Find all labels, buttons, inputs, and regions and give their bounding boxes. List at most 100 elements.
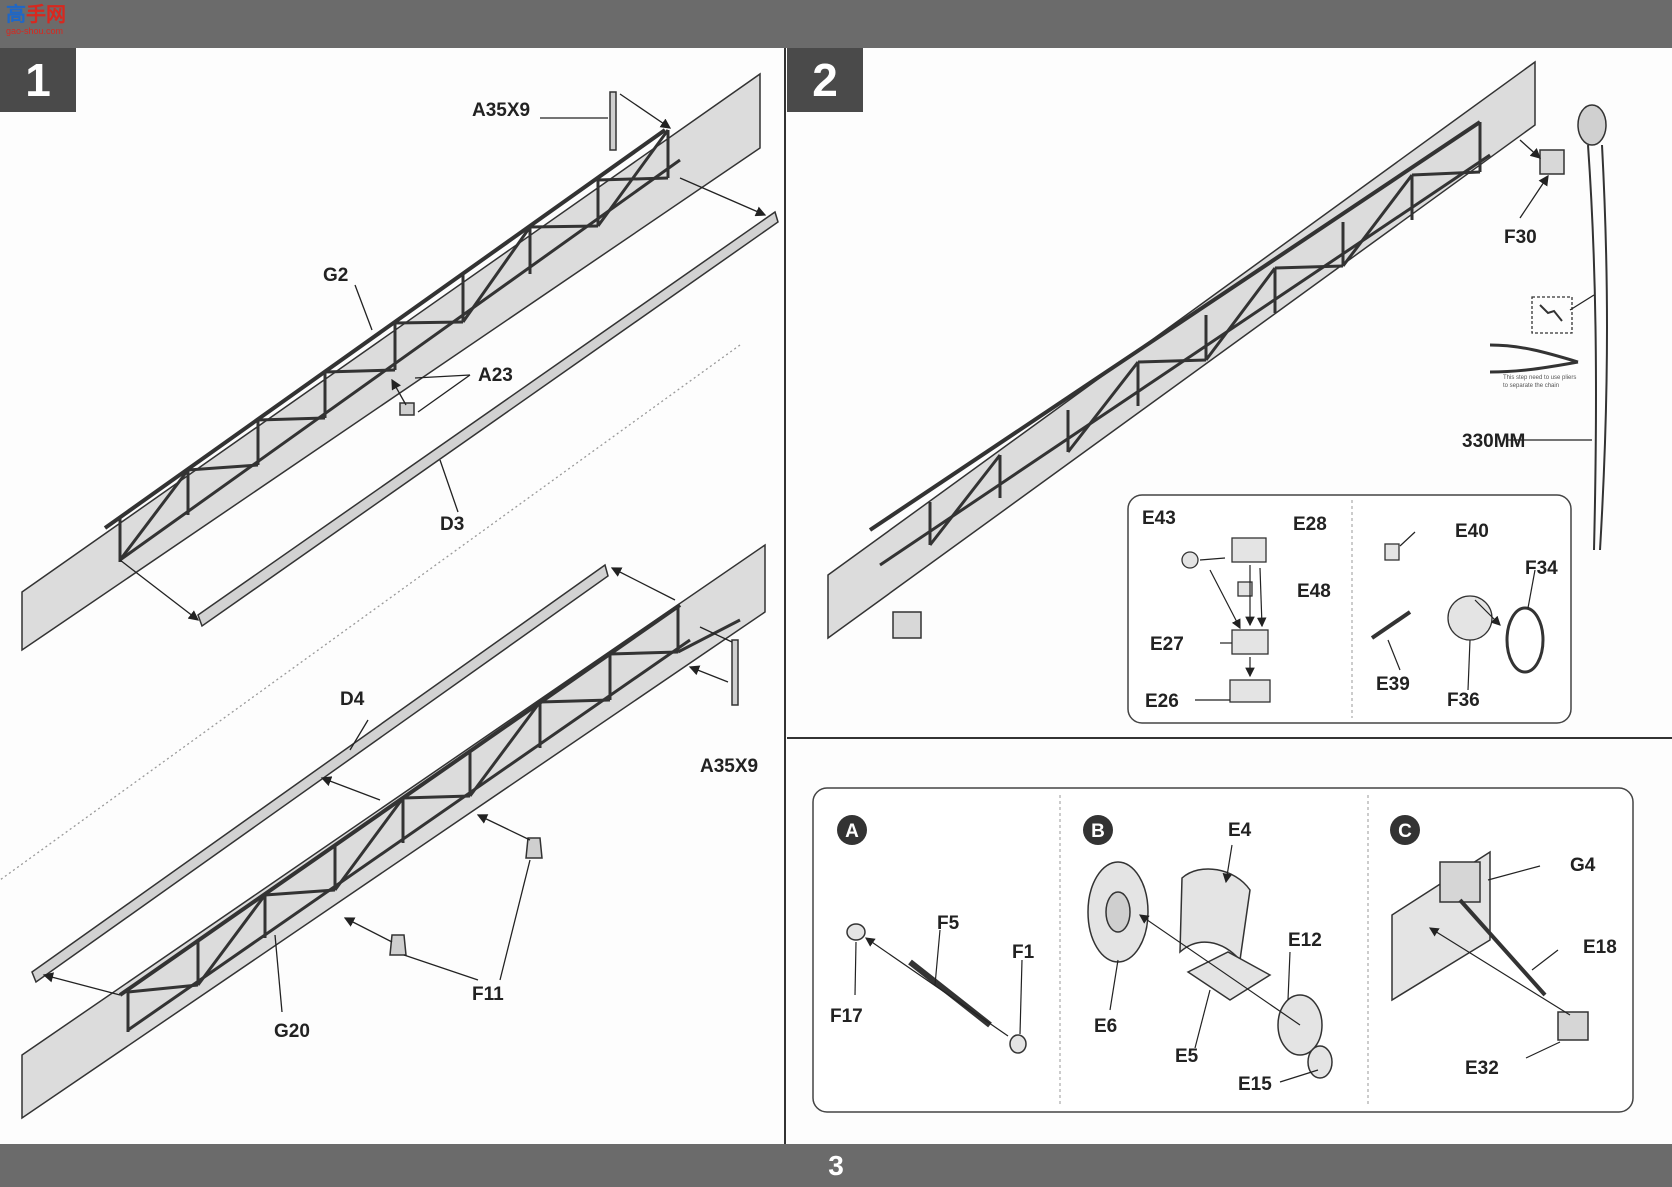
label-a35x9-lower: A35X9 bbox=[700, 756, 758, 777]
subassembly-a-letter: A bbox=[845, 821, 859, 842]
label-f17: F17 bbox=[830, 1006, 863, 1027]
upper-rail-d3 bbox=[197, 210, 779, 628]
upper-truss-posts bbox=[118, 130, 670, 562]
label-f11: F11 bbox=[472, 984, 504, 1005]
label-f36: F36 bbox=[1447, 690, 1480, 711]
lower-part-a35 bbox=[731, 639, 739, 706]
part-e39 bbox=[1370, 610, 1412, 640]
lower-rail-d4 bbox=[31, 563, 609, 984]
part-f1 bbox=[1009, 1034, 1027, 1054]
step2-arrows bbox=[1508, 139, 1595, 441]
part-e27 bbox=[1231, 629, 1269, 655]
subassembly-a-badge bbox=[837, 815, 867, 845]
label-e28: E28 bbox=[1293, 514, 1327, 535]
subassembly-b-badge bbox=[1083, 815, 1113, 845]
label-g2: G2 bbox=[323, 265, 348, 286]
step2-inset-frame bbox=[1127, 494, 1572, 724]
part-e43 bbox=[1181, 551, 1199, 569]
step1-lower-assembly bbox=[21, 543, 766, 1120]
subassembly-a: A F5 F1 F17 bbox=[830, 815, 1035, 1054]
upper-truss-top-chord bbox=[103, 128, 667, 530]
bottom-bar: 3 bbox=[0, 1144, 1672, 1187]
step2-assembly bbox=[827, 60, 1608, 640]
label-f34: F34 bbox=[1525, 558, 1558, 579]
lower-truss-diagonals bbox=[127, 618, 741, 994]
label-d4: D4 bbox=[340, 689, 365, 710]
step1-lower-labels: D4 A35X9 F11 G20 bbox=[274, 689, 758, 1042]
step1-upper-labels: A35X9 G2 A23 D3 bbox=[323, 100, 530, 535]
upper-side-plate bbox=[21, 72, 761, 652]
upper-truss-bottom-chord bbox=[119, 158, 681, 562]
label-f30: F30 bbox=[1504, 227, 1537, 248]
chain-link-icon bbox=[1539, 304, 1563, 322]
panel-dividers bbox=[784, 48, 1672, 1144]
upper-truss-diagonals bbox=[118, 129, 670, 561]
label-e39: E39 bbox=[1376, 674, 1410, 695]
step1-upper-assembly bbox=[21, 72, 779, 652]
label-330mm: 330MM bbox=[1462, 431, 1525, 452]
label-e26: E26 bbox=[1145, 691, 1179, 712]
label-e48: E48 bbox=[1297, 581, 1331, 602]
step2-truss-diagonals bbox=[928, 170, 1481, 546]
page-number: 3 bbox=[828, 1150, 844, 1181]
top-bar: 高手网 gao-shou.com bbox=[0, 0, 1672, 48]
step2-inset: E43 E28 E48 E27 E26 E40 F34 E39 F36 bbox=[1127, 494, 1572, 724]
part-g4-bracket bbox=[1439, 861, 1481, 903]
step2-truss-top-chord bbox=[868, 120, 1482, 532]
step-2-number: 2 bbox=[787, 48, 863, 112]
step2-motor-unit bbox=[892, 611, 922, 639]
pliers-icon bbox=[1489, 343, 1579, 374]
pliers-note-line1: This step need to use pliers bbox=[1503, 375, 1576, 381]
subassembly-panel bbox=[812, 787, 1634, 1113]
watermark-url: gao-shou.com bbox=[6, 26, 64, 36]
label-g4: G4 bbox=[1570, 855, 1596, 876]
step2-pulley bbox=[1577, 104, 1607, 146]
subassembly-b: B E4 E12 E6 E5 E15 bbox=[1083, 815, 1333, 1095]
label-e40: E40 bbox=[1455, 521, 1489, 542]
label-e15: E15 bbox=[1238, 1074, 1272, 1095]
subassembly-frame bbox=[812, 787, 1634, 1113]
part-f17 bbox=[846, 923, 866, 941]
part-e26 bbox=[1229, 679, 1271, 703]
label-d3: D3 bbox=[440, 514, 464, 535]
lower-part-f11-right bbox=[525, 837, 543, 859]
label-g20: G20 bbox=[274, 1021, 310, 1042]
part-e15-gear bbox=[1307, 1045, 1333, 1079]
upper-part-a35 bbox=[609, 91, 617, 151]
watermark-logo: 高手网 bbox=[6, 4, 70, 26]
part-e4-drum bbox=[1179, 868, 1251, 962]
part-e48 bbox=[1237, 581, 1253, 597]
step1-upper-arrows bbox=[0, 93, 767, 881]
part-e18-rod bbox=[1458, 898, 1547, 997]
label-e43: E43 bbox=[1142, 508, 1176, 529]
step-1-number: 1 bbox=[0, 48, 76, 112]
upper-part-a23 bbox=[399, 402, 415, 416]
label-e5: E5 bbox=[1175, 1046, 1199, 1067]
subassembly-b-letter: B bbox=[1091, 821, 1105, 842]
chain-link-detail-box bbox=[1531, 296, 1573, 334]
label-e27: E27 bbox=[1150, 634, 1184, 655]
label-a35x9-upper: A35X9 bbox=[472, 100, 530, 121]
step2-part-f30 bbox=[1539, 149, 1565, 175]
step2-labels: F30 330MM This step need to use pliers t… bbox=[1462, 227, 1576, 452]
pliers-callout bbox=[1489, 296, 1579, 374]
site-watermark: 高手网 gao-shou.com bbox=[6, 4, 70, 42]
subassembly-c: C G4 E18 E32 bbox=[1390, 815, 1617, 1079]
watermark-logo-part1: 高 bbox=[6, 4, 26, 26]
label-e6: E6 bbox=[1094, 1016, 1117, 1037]
label-e12: E12 bbox=[1288, 930, 1322, 951]
step1-lower-arrows bbox=[42, 567, 733, 1013]
part-f36 bbox=[1447, 595, 1493, 641]
part-e32-box bbox=[1557, 1011, 1589, 1041]
part-e6-hub bbox=[1105, 891, 1131, 933]
lower-part-f11-left bbox=[389, 934, 407, 956]
label-e18: E18 bbox=[1583, 937, 1617, 958]
label-f5: F5 bbox=[937, 913, 960, 934]
lower-truss-posts bbox=[126, 606, 680, 1032]
label-a23: A23 bbox=[478, 365, 513, 386]
part-f34 bbox=[1505, 606, 1545, 674]
pliers-note-line2: to separate the chain bbox=[1503, 383, 1559, 389]
lower-truss-bottom-chord bbox=[127, 638, 691, 1032]
